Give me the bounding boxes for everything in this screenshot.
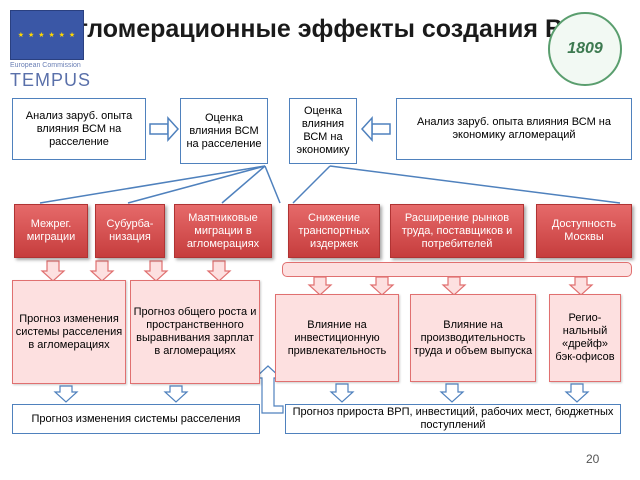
down-arrows-row2 bbox=[40, 260, 594, 296]
box-suburbanization: Субурба-низация bbox=[95, 204, 165, 258]
box-interregional-migration: Межрег. миграции bbox=[14, 204, 88, 258]
eu-commission-text: European Commission bbox=[10, 62, 81, 69]
box-backoffice-drift: Регио-нальный «дрейф» бэк-офисов bbox=[549, 294, 621, 382]
box-moscow-accessibility: Доступность Москвы bbox=[536, 204, 632, 258]
university-seal-icon: 1809 bbox=[548, 12, 622, 86]
box-foreign-settlement: Анализ заруб. опыта влияния ВСМ на рассе… bbox=[12, 98, 146, 160]
box-foreign-economy: Анализ заруб. опыта влияния ВСМ на эконо… bbox=[396, 98, 632, 160]
box-investment-attractiveness: Влияние на инвестиционную привлекательно… bbox=[275, 294, 399, 382]
grouping-bar bbox=[282, 262, 632, 277]
box-bottom-settlement-forecast: Прогноз изменения системы расселения bbox=[12, 404, 260, 434]
arrow-left-icon bbox=[360, 116, 391, 142]
box-settlement-forecast: Прогноз изменения системы расселения в а… bbox=[12, 280, 126, 384]
tempus-logo-text: TEMPUS bbox=[10, 70, 92, 90]
arrow-right-icon bbox=[149, 116, 180, 142]
page-number: 20 bbox=[586, 452, 600, 466]
down-arrows-row3 bbox=[53, 383, 590, 403]
box-pendulum-migration: Маятниковые миграции в агломерациях bbox=[174, 204, 272, 258]
box-bottom-grp-forecast: Прогноз прироста ВРП, инвестиций, рабочи… bbox=[285, 404, 621, 434]
eu-flag-logo bbox=[10, 10, 84, 60]
fan-lines bbox=[39, 165, 621, 204]
eu-stars-icon: ★ ★ ★ ★ ★ ★ bbox=[17, 32, 77, 39]
box-assess-economy: Оценка влияния ВСМ на экономику bbox=[289, 98, 357, 164]
box-market-expansion: Расширение рынков труда, поставщиков и п… bbox=[390, 204, 524, 258]
page-title: Агломерационные эффекты создания ВСМ bbox=[59, 15, 601, 43]
box-wage-forecast: Прогноз общего роста и пространственного… bbox=[130, 280, 260, 384]
box-transport-costs: Снижение транспортных издержек bbox=[288, 204, 380, 258]
box-labor-productivity: Влияние на производительность труда и об… bbox=[410, 294, 536, 382]
box-assess-settlement: Оценка влияния ВСМ на расселение bbox=[180, 98, 268, 164]
